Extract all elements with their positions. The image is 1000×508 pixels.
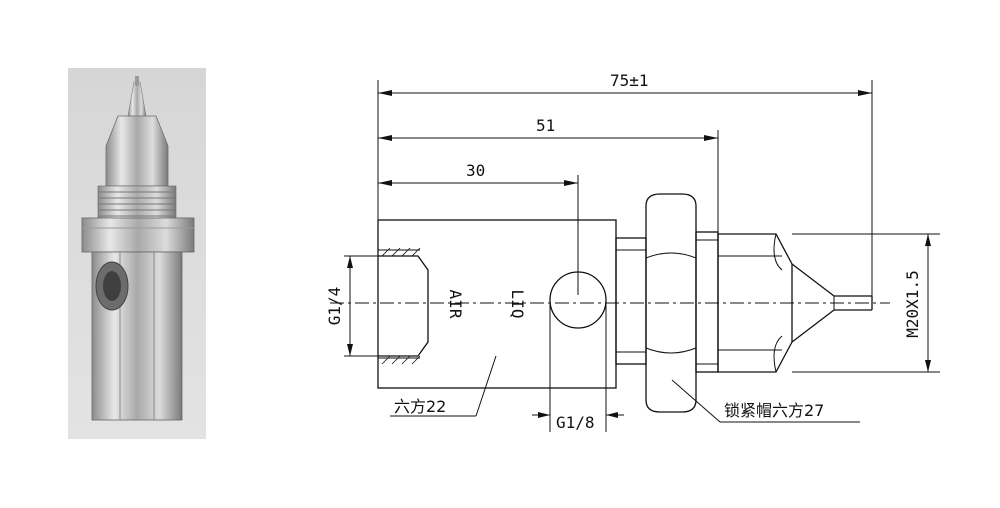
dimension-overall-length: 75±1 [610,71,649,90]
outlet-thread-label: M20X1.5 [903,270,922,337]
nozzle-technical-drawing: 75±1 51 30 G1/4 AIR LIQ [325,71,940,432]
lock-nut-hex-label: 锁紧帽六方27 [724,401,824,420]
air-label: AIR [446,290,465,319]
nozzle-photo [68,68,206,439]
liq-label: LIQ [508,290,527,319]
body-hex-label: 六方22 [394,397,446,416]
air-thread-label: G1/4 [325,287,344,326]
dimension-to-liquid-port: 30 [466,161,485,180]
dimension-to-nut: 51 [536,116,555,135]
liquid-thread-label: G1/8 [556,413,595,432]
